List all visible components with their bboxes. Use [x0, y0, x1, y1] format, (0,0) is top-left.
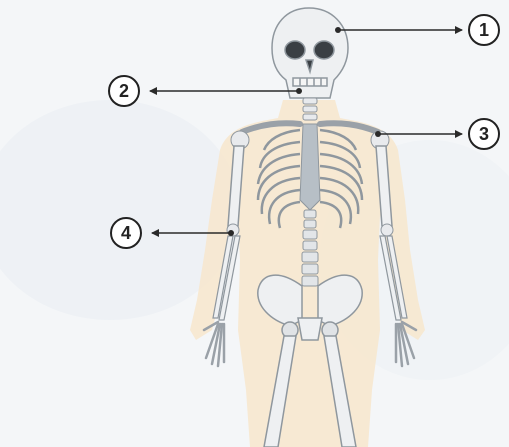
- callout-3-number: 3: [479, 124, 489, 144]
- callout-4-number: 4: [121, 223, 131, 243]
- callout-1-number: 1: [479, 20, 489, 40]
- elbow-right: [381, 224, 393, 236]
- sternum: [300, 124, 320, 210]
- callout-2-number: 2: [119, 81, 129, 101]
- cervical-spine: [303, 98, 317, 120]
